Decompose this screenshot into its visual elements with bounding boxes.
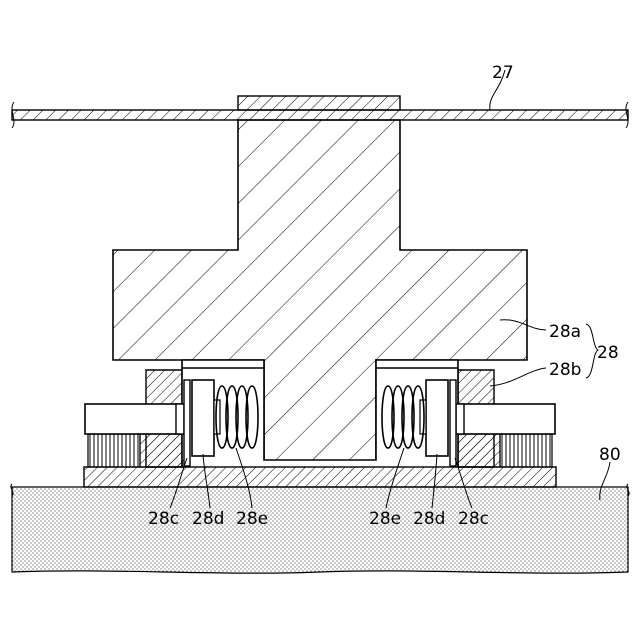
label-left-28d: 28d [192, 509, 224, 529]
label-left-28c: 28c [148, 509, 179, 529]
label-27: 27 [492, 63, 514, 83]
label-28: 28 [597, 343, 619, 363]
holder-bottom-plate [84, 467, 556, 487]
label-28b: 28b [549, 360, 581, 380]
label-right-28d: 28d [413, 509, 445, 529]
label-80: 80 [599, 445, 621, 465]
label-28a: 28a [549, 322, 581, 342]
base-80 [11, 484, 629, 573]
label-right-28c: 28c [458, 509, 489, 529]
label-left-28e: 28e [236, 509, 268, 529]
label-right-28e: 28e [369, 509, 401, 529]
